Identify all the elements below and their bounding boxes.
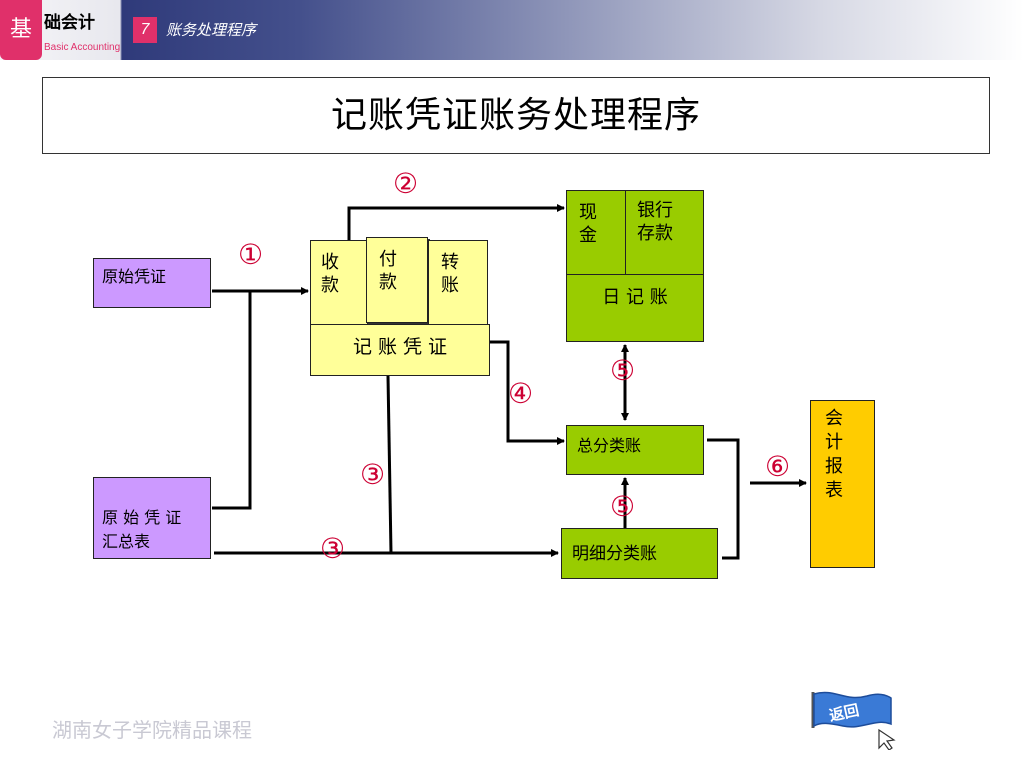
sub-ledger-label: 明细分类账 bbox=[572, 544, 657, 564]
chapter-number: 7 bbox=[133, 17, 157, 43]
step-3-marker-lower: ③ bbox=[320, 532, 346, 565]
bracket-ledgers bbox=[707, 438, 740, 560]
voucher-summary-box: 原 始 凭 证 汇总表 bbox=[93, 477, 211, 559]
original-voucher-box: 原始凭证 bbox=[93, 258, 211, 308]
payment-voucher-box: 付 款 bbox=[366, 237, 428, 323]
sub-ledger-box: 明细分类账 bbox=[561, 528, 718, 579]
payment-voucher-label: 付 款 bbox=[379, 249, 397, 293]
bank-deposit-label: 银行 存款 bbox=[637, 200, 673, 244]
line-summary-up bbox=[212, 291, 252, 510]
general-ledger-box: 总分类账 bbox=[566, 425, 704, 475]
step-3-marker-upper: ③ bbox=[360, 458, 386, 491]
step-4-marker: ④ bbox=[508, 377, 534, 410]
cash-label: 现 金 bbox=[579, 202, 597, 246]
logo-char: 基 bbox=[9, 17, 32, 42]
voucher-label: 记 账 凭 证 bbox=[352, 336, 448, 358]
course-subtitle: Basic Accounting bbox=[44, 42, 121, 53]
step-5-marker-upper: ⑤ bbox=[610, 354, 636, 387]
arrow-step4 bbox=[490, 340, 565, 445]
transfer-voucher-label: 转 账 bbox=[441, 252, 459, 296]
receipt-voucher-label: 收 款 bbox=[321, 252, 339, 296]
original-voucher-label: 原始凭证 bbox=[102, 267, 167, 286]
step-1-marker: ① bbox=[238, 238, 264, 271]
step-5-marker-lower: ⑤ bbox=[610, 490, 636, 523]
general-ledger-label: 总分类账 bbox=[577, 436, 642, 455]
receipt-voucher-box: 收 款 bbox=[310, 240, 368, 326]
chapter-title: 账务处理程序 bbox=[166, 21, 257, 39]
journal-box: 现 金 银行 存款 日 记 账 bbox=[566, 190, 704, 342]
journal-divider-v bbox=[625, 191, 626, 274]
transfer-voucher-box: 转 账 bbox=[428, 240, 488, 326]
line-step3-voucher bbox=[386, 375, 393, 554]
voucher-summary-label: 原 始 凭 证 汇总表 bbox=[102, 508, 182, 551]
accounting-report-box: 会 计 报 表 bbox=[810, 400, 875, 568]
step-2-marker: ② bbox=[393, 167, 419, 200]
accounting-report-label: 会 计 报 表 bbox=[825, 408, 843, 501]
step-6-marker: ⑥ bbox=[765, 450, 791, 483]
back-flag-icon bbox=[811, 691, 896, 751]
journal-label: 日 记 账 bbox=[602, 287, 668, 308]
slide-header: 基 础会计 Basic Accounting 7 账务处理程序 bbox=[0, 0, 1024, 60]
voucher-box: 记 账 凭 证 bbox=[310, 324, 490, 376]
journal-divider-h bbox=[567, 274, 703, 275]
slide-title: 记账凭证账务处理程序 bbox=[42, 77, 990, 154]
arrow-step2 bbox=[347, 204, 565, 240]
back-button[interactable]: 返回 bbox=[805, 688, 915, 751]
logo-badge: 基 bbox=[0, 0, 42, 60]
footer-course-name: 湖南女子学院精品课程 bbox=[52, 718, 252, 742]
course-title: 础会计 bbox=[44, 13, 95, 33]
